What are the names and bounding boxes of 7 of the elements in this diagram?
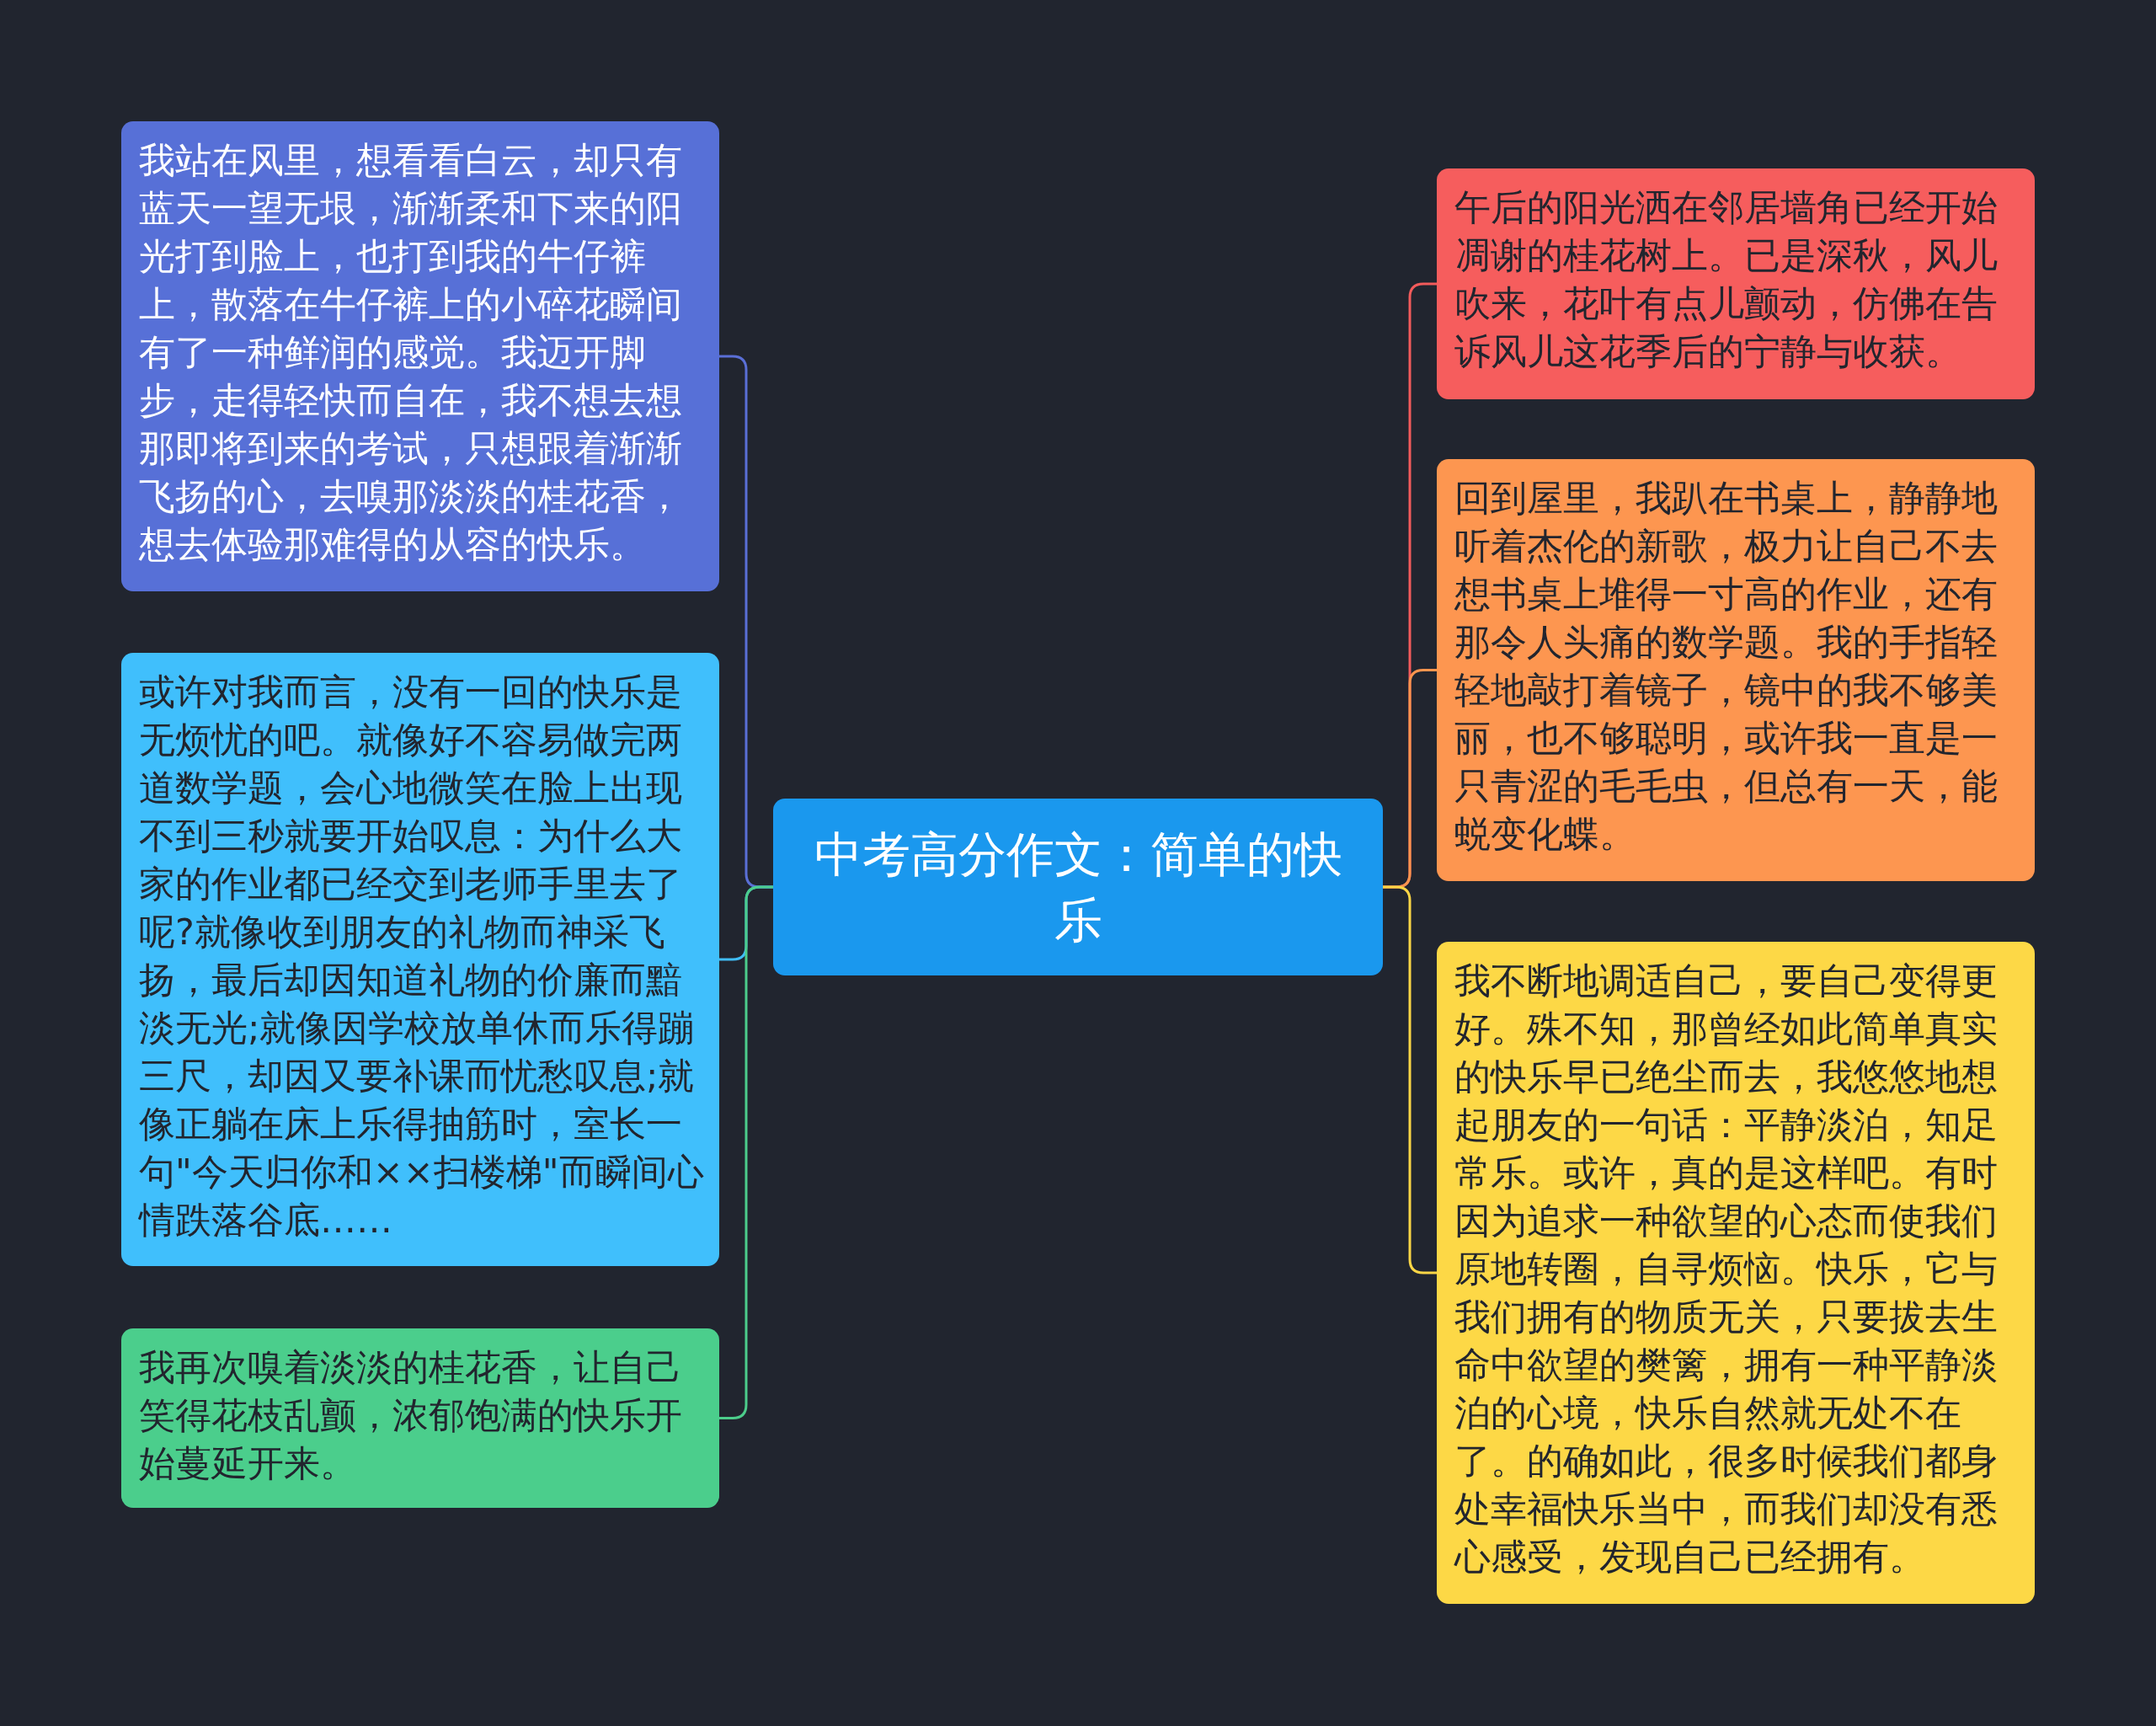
topic-box: 或许对我而言，没有一回的快乐是无烦忧的吧。就像好不容易做完两道数学题，会心地微笑在脸上出现不到三秒就要开始叹息：为什么大家的作业都已经交到老师手里去了呢?就像收到朋友的礼物而神采飞扬，最后却因知道礼物的价廉而黯淡无光;就像因学校放单休而乐得蹦三尺，却因又要补课而忧愁叹息;就像正躺在床上乐得抽筋时，室长一句"今天归你和××扫楼梯"而瞬间心情跌落谷底…… (121, 653, 719, 1266)
topic-box: 回到屋里，我趴在书桌上，静静地听着杰伦的新歌，极力让自己不去想书桌上堆得一寸高的作业，还有那令人头痛的数学题。我的手指轻轻地敲打着镜子，镜中的我不够美丽，也不够聪明，或许我一直是一只青涩的毛毛虫，但总有一天，能蜕变化蝶。 (1437, 459, 2035, 881)
central-topic-box: 中考高分作文：简单的快乐 (773, 799, 1383, 975)
topic-box: 我再次嗅着淡淡的桂花香，让自己笑得花枝乱颤，浓郁饱满的快乐开始蔓延开来。 (121, 1328, 719, 1508)
topic-box: 我不断地调适自己，要自己变得更好。殊不知，那曾经如此简单真实的快乐早已绝尘而去，我悠悠地想起朋友的一句话：平静淡泊，知足常乐。或许，真的是这样吧。有时因为追求一种欲望的心态而使我们原地转圈，自寻烦恼。快乐，它与我们拥有的物质无关，只要拔去生命中欲望的樊篱，拥有一种平静淡泊的心境，快乐自然就无处不在了。的确如此，很多时候我们都身处幸福快乐当中，而我们却没有悉心感受，发现自己已经拥有。 (1437, 942, 2035, 1604)
topic-box: 午后的阳光洒在邻居墙角已经开始凋谢的桂花树上。已是深秋，风儿吹来，花叶有点儿颤动，仿佛在告诉风儿这花季后的宁静与收获。 (1437, 168, 2035, 399)
topic-box: 我站在风里，想看看白云，却只有蓝天一望无垠，渐渐柔和下来的阳光打到脸上，也打到我的牛仔裤上，散落在牛仔裤上的小碎花瞬间有了一种鲜润的感觉。我迈开脚步，走得轻快而自在，我不想去想那即将到来的考试，只想跟着渐渐飞扬的心，去嗅那淡淡的桂花香，想去体验那难得的从容的快乐。 (121, 121, 719, 591)
